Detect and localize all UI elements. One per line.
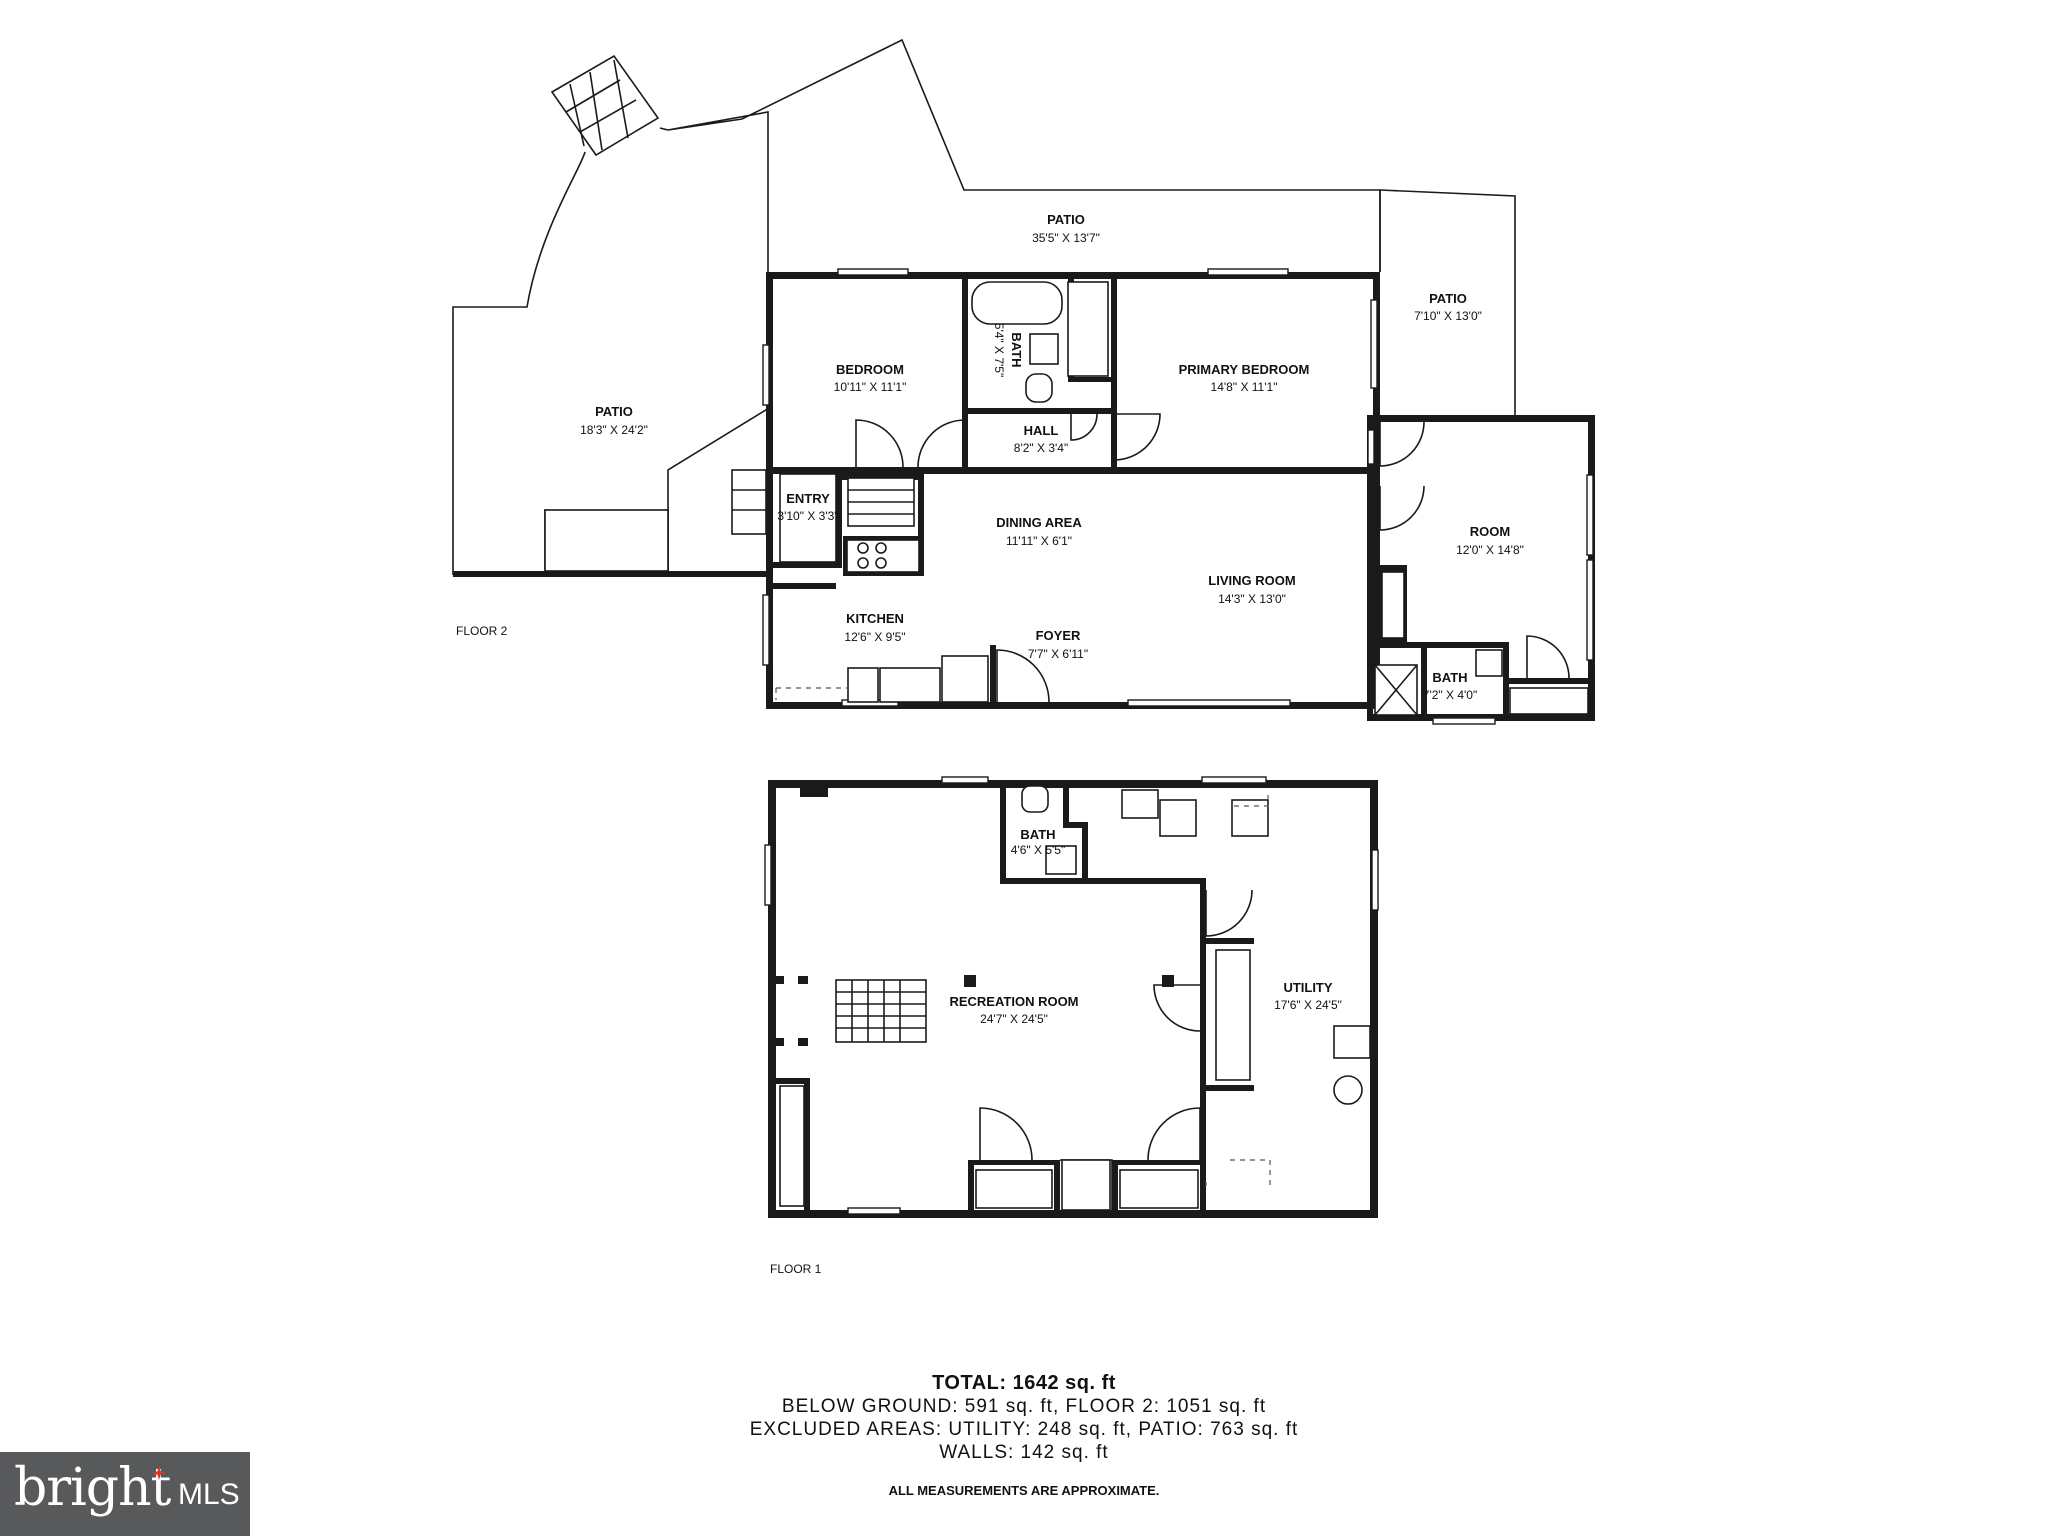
- room-name: PATIO: [1047, 212, 1085, 227]
- room-dims: 12'6" X 9'5": [844, 630, 905, 644]
- room-dims: 12'0" X 14'8": [1456, 543, 1524, 557]
- total-area: TOTAL: 1642 sq. ft: [932, 1372, 1116, 1394]
- room-dims: 7'7" X 6'11": [1028, 647, 1088, 661]
- logo-word: bright: [14, 1458, 171, 1518]
- room-name: FOYER: [1036, 628, 1081, 643]
- room-name: BATH: [1009, 332, 1024, 367]
- logo-star-icon: [152, 1466, 166, 1480]
- area-breakdown: BELOW GROUND: 591 sq. ft, FLOOR 2: 1051 …: [781, 1396, 1267, 1417]
- room-dims: 10'11" X 11'1": [834, 380, 907, 394]
- room-name: KITCHEN: [846, 611, 904, 626]
- room-name: ROOM: [1470, 524, 1510, 539]
- room-dims: 14'3" X 13'0": [1218, 592, 1286, 606]
- room-name: DINING AREA: [996, 515, 1082, 530]
- room-dims: 7'2" X 4'0": [1423, 688, 1477, 702]
- room-name: PRIMARY BEDROOM: [1179, 362, 1310, 377]
- room-dims: 8'2" X 3'4": [1014, 441, 1068, 455]
- floor1-plan: BATH 4'6" X 5'5" RECREATION ROOM 24'7" X…: [764, 776, 1379, 1276]
- logo-suffix: MLS: [178, 1478, 240, 1511]
- floor2-windows: [762, 268, 1594, 725]
- room-dims: 5'4" X 7'5": [992, 323, 1006, 377]
- room-name: LIVING ROOM: [1208, 573, 1295, 588]
- floor-label: FLOOR 2: [456, 624, 508, 638]
- room-name: BATH: [1432, 670, 1467, 685]
- floor2-plan: PATIO 35'5" X 13'7" PATIO 7'10" X 13'0" …: [452, 38, 1595, 725]
- floor1-walls: [768, 780, 1378, 1218]
- room-name: BEDROOM: [836, 362, 904, 377]
- room-name: PATIO: [595, 404, 633, 419]
- floor2-fixtures: [731, 281, 1589, 716]
- room-name: BATH: [1020, 827, 1055, 842]
- floor-label: FLOOR 1: [770, 1262, 822, 1276]
- room-name: ENTRY: [786, 491, 830, 506]
- room-dims: 18'3" X 24'2": [580, 423, 648, 437]
- excluded-areas: EXCLUDED AREAS: UTILITY: 248 sq. ft, PAT…: [749, 1419, 1299, 1440]
- floor1-fixtures: [779, 785, 1371, 1211]
- room-dims: 4'6" X 5'5": [1011, 843, 1065, 857]
- room-dims: 14'8" X 11'1": [1211, 380, 1278, 394]
- floor1-labels: BATH 4'6" X 5'5" RECREATION ROOM 24'7" X…: [770, 827, 1342, 1276]
- room-dims: 17'6" X 24'5": [1274, 998, 1342, 1012]
- chimney-hatch: [550, 54, 660, 157]
- room-dims: 3'10" X 3'3": [777, 509, 838, 523]
- floor2-labels: PATIO 35'5" X 13'7" PATIO 7'10" X 13'0" …: [456, 212, 1524, 702]
- room-name: UTILITY: [1283, 980, 1332, 995]
- walls-area: WALLS: 142 sq. ft: [939, 1442, 1109, 1463]
- room-name: RECREATION ROOM: [949, 994, 1078, 1009]
- room-name: HALL: [1024, 423, 1059, 438]
- room-dims: 11'11" X 6'1": [1006, 534, 1072, 548]
- room-dims: 24'7" X 24'5": [980, 1012, 1048, 1026]
- room-name: PATIO: [1429, 291, 1467, 306]
- floor2-doors: [544, 413, 1570, 703]
- room-dims: 7'10" X 13'0": [1414, 309, 1482, 323]
- floor1-windows: [764, 776, 1379, 1215]
- patio-outlines: [452, 38, 1516, 575]
- approximate-note: ALL MEASUREMENTS ARE APPROXIMATE.: [888, 1483, 1160, 1498]
- bright-mls-logo: bright MLS: [0, 1452, 250, 1536]
- floor1-doors: [979, 889, 1253, 1210]
- room-dims: 35'5" X 13'7": [1032, 231, 1100, 245]
